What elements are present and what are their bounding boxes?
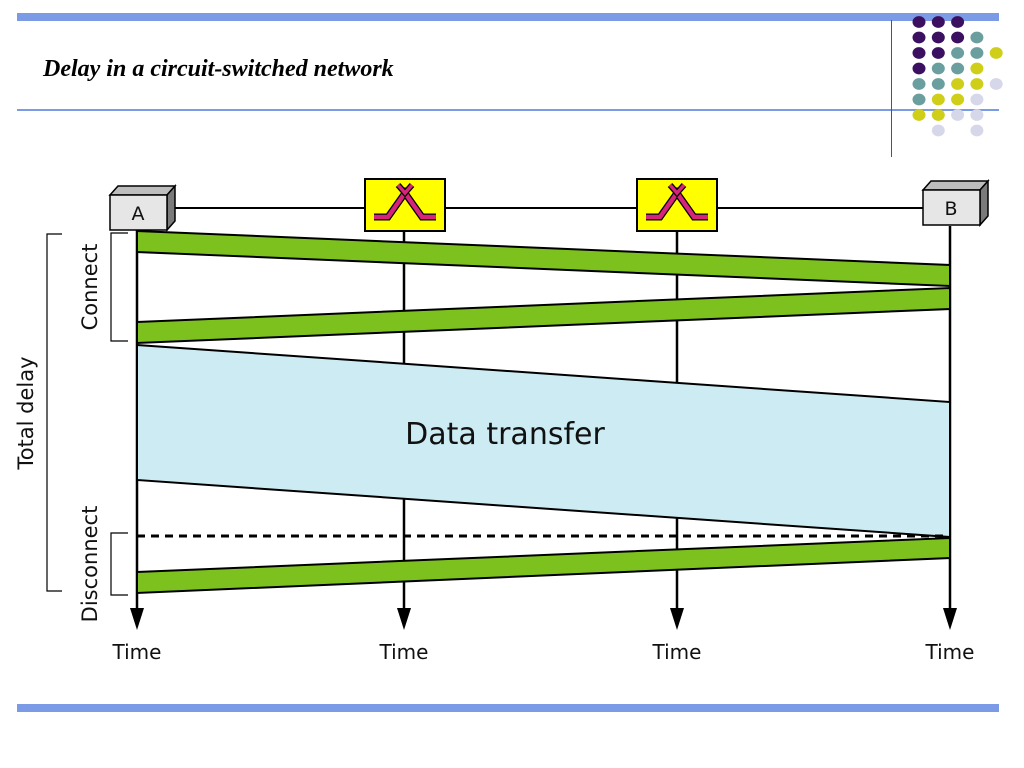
total-delay-label: Total delay [14, 356, 38, 470]
switch-1 [364, 178, 446, 232]
decorative-dot [931, 31, 945, 44]
total-delay-bracket [46, 233, 62, 592]
decorative-dot [989, 78, 1003, 90]
endpoint-B: B [921, 179, 990, 227]
decorative-dot [970, 109, 984, 121]
switch-icon [646, 183, 708, 221]
decorative-dot [951, 31, 965, 44]
disconnect-bracket [110, 532, 128, 596]
decorative-dot [970, 78, 984, 90]
decorative-dot [951, 109, 965, 121]
decorative-dot [951, 47, 965, 59]
decorative-dot [970, 31, 984, 44]
decorative-dot [931, 47, 945, 59]
decorative-dot [989, 47, 1003, 59]
switch-2 [636, 178, 718, 232]
decorative-dot [931, 93, 945, 106]
time-label-switch-1: Time [379, 640, 429, 664]
disconnect-band [136, 536, 951, 595]
decorative-dot [912, 47, 926, 59]
arrow-down-icon [130, 608, 144, 630]
decorative-dot [931, 16, 945, 28]
decorative-dot [951, 16, 965, 28]
decorative-dot [912, 109, 926, 121]
decorative-dot [931, 124, 945, 137]
endpoint-A: A [108, 184, 177, 232]
data-transfer-label: Data transfer [405, 417, 605, 452]
top-accent-bar [17, 13, 999, 21]
arrow-down-icon [943, 608, 957, 630]
time-label-B: Time [925, 640, 975, 664]
decorative-vertical-line [891, 20, 892, 157]
decorative-dot-grid [912, 16, 1003, 137]
decorative-dot [931, 78, 945, 90]
time-label-A: Time [112, 640, 162, 664]
decorative-dot [951, 93, 965, 106]
decorative-dot [970, 62, 984, 75]
arrow-down-icon [397, 608, 411, 630]
decorative-dot [912, 93, 926, 106]
connect-bracket [110, 232, 128, 342]
decorative-dot [912, 31, 926, 44]
disconnect-label: Disconnect [78, 506, 102, 623]
connect-label: Connect [78, 244, 102, 331]
connect-request-band [136, 229, 951, 288]
decorative-dot [912, 78, 926, 90]
decorative-dot [912, 62, 926, 75]
bottom-accent-bar [17, 704, 999, 712]
decorative-dot [912, 16, 926, 28]
decorative-dot [931, 62, 945, 75]
arrow-down-icon [670, 608, 684, 630]
decorative-dot [951, 62, 965, 75]
slide-title: Delay in a circuit-switched network [43, 56, 394, 82]
decorative-dot [970, 47, 984, 59]
connect-ack-band [136, 286, 951, 345]
decorative-dot [970, 93, 984, 106]
switch-icon [374, 183, 436, 221]
decorative-dot [951, 78, 965, 90]
decorative-dot [970, 124, 984, 137]
time-label-switch-2: Time [652, 640, 702, 664]
endpoint-A-label: A [132, 203, 145, 225]
endpoint-B-label: B [944, 198, 957, 220]
decorative-dot [931, 109, 945, 121]
title-underline [17, 109, 999, 111]
